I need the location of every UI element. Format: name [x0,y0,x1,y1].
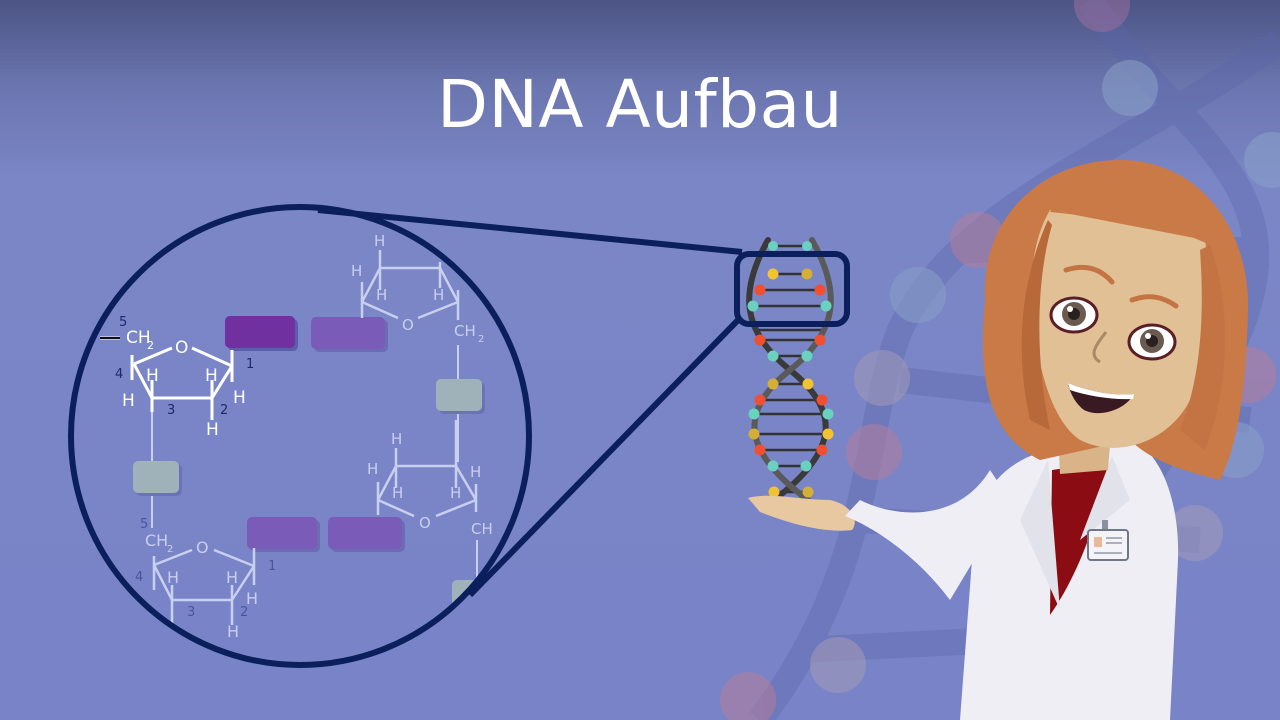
magnifier-highlight-box [734,251,850,327]
base-pair-block [247,517,317,549]
oxygen-label: O [175,338,188,358]
base-pair-block [225,316,295,348]
magnifier-connector-top [317,207,743,255]
id-badge-icon [1087,520,1129,561]
svg-text:2: 2 [478,334,484,345]
svg-text:1: 1 [268,559,276,574]
base-pair-block [311,317,385,349]
svg-text:3: 3 [187,605,195,620]
phosphate-group [436,379,482,411]
svg-text:H: H [392,484,403,502]
svg-text:CH: CH [471,520,493,538]
svg-text:H: H [206,420,219,440]
svg-text:3: 3 [167,403,175,418]
svg-text:H: H [433,286,444,304]
svg-text:H: H [246,589,258,608]
svg-text:H: H [470,463,481,481]
svg-text:H: H [391,430,402,448]
svg-text:5: 5 [140,517,148,532]
svg-text:2: 2 [147,339,154,352]
svg-text:H: H [146,366,159,386]
svg-text:H: H [376,286,387,304]
svg-text:O: O [402,316,414,334]
ch2-label: CH [126,328,151,348]
svg-text:H: H [367,460,378,478]
svg-text:2: 2 [167,544,173,555]
magnifier-circle [68,204,532,668]
magnifier-connector-bottom [467,315,743,598]
svg-text:4: 4 [135,570,143,585]
slide-title: DNA Aufbau [437,66,843,143]
svg-text:H: H [122,391,135,411]
svg-text:H: H [233,388,246,408]
phosphate-group [133,461,179,493]
svg-text:1: 1 [246,357,254,372]
svg-text:O: O [196,538,209,557]
svg-text:2: 2 [220,403,228,418]
svg-text:H: H [226,568,238,587]
svg-text:H: H [351,262,362,280]
svg-text:2: 2 [240,605,248,620]
svg-text:H: H [374,232,385,250]
svg-text:H: H [205,366,218,386]
svg-text:H: H [450,484,461,502]
svg-text:H: H [167,568,179,587]
svg-text:CH: CH [145,531,168,550]
svg-text:O: O [419,514,431,532]
svg-text:H: H [227,622,239,641]
svg-text:5: 5 [119,315,127,330]
svg-text:4: 4 [115,367,123,382]
svg-text:CH: CH [454,322,476,340]
base-pair-block [328,517,402,549]
